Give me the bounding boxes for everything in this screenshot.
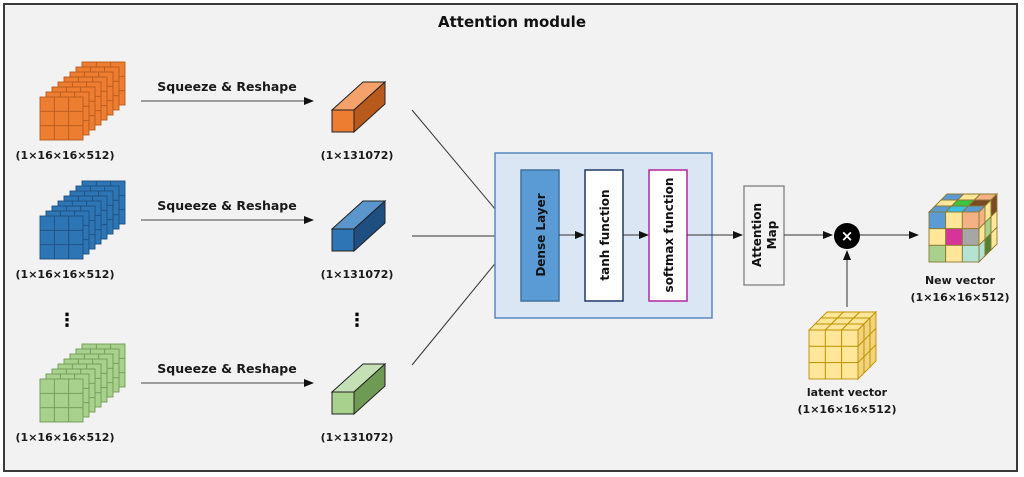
vector-shape-label: (1×131072) — [321, 149, 394, 162]
layer-tanh-function: tanh function — [584, 169, 649, 302]
latent-vector-label: latent vector — [807, 386, 888, 399]
layer-box — [648, 169, 688, 302]
vector-bar-front — [331, 391, 355, 415]
new-vector-label: New vector — [925, 274, 996, 287]
cube-side-cell — [869, 343, 877, 369]
vector-shape-label: (1×131072) — [321, 431, 394, 444]
cube-front-cell — [945, 244, 963, 263]
cube-side-cell — [990, 226, 998, 252]
squeeze-reshape-label: Squeeze & Reshape — [157, 79, 296, 94]
input-shape-label: (1×16×16×512) — [16, 431, 115, 444]
cube-front-cell — [928, 211, 947, 230]
layer-dense-layer: Dense Layer — [520, 169, 585, 302]
layer-softmax-function: softmax function — [648, 169, 688, 302]
vector-shape-label: (1×131072) — [321, 268, 394, 281]
layer-box — [584, 169, 624, 302]
cube-front-cell — [928, 228, 947, 246]
new-vector-cube — [927, 192, 999, 264]
cube-front-cell — [824, 362, 843, 380]
layer-label: Dense Layer — [534, 193, 548, 276]
ellipsis-middle: ⋮ — [348, 310, 366, 331]
cube-front-cell — [961, 244, 980, 263]
vector-bar-front — [331, 109, 355, 133]
input-shape-label: (1×16×16×512) — [16, 149, 115, 162]
cube-front-cell — [824, 329, 843, 347]
feature-map-sheet — [39, 378, 84, 423]
input-shape-label: (1×16×16×512) — [16, 268, 115, 281]
cube-front-cell — [824, 345, 843, 364]
cube-front-cell — [841, 329, 859, 347]
cube-front-cell — [808, 329, 826, 347]
feature-map-sheet — [39, 215, 84, 260]
layer-label: tanh function — [598, 189, 612, 280]
attention-map-label-line2: Map — [765, 220, 779, 249]
cube-front-cell — [945, 228, 963, 246]
cube-front-cell — [961, 211, 980, 230]
cube-front-cell — [961, 228, 980, 246]
cube-front-cell — [945, 211, 963, 230]
new-vector-shape: (1×16×16×512) — [911, 291, 1010, 304]
multiply-symbol: × — [841, 227, 854, 245]
cube-front-cell — [841, 345, 859, 364]
input-green-group: (1×16×16×512) Squeeze & Reshape (1×131072) — [16, 343, 394, 444]
ellipsis-left: ⋮ — [58, 310, 76, 331]
input-orange-group: (1×16×16×512) Squeeze & Reshape (1×131072) — [16, 61, 394, 162]
feature-map-sheet — [39, 96, 84, 141]
cube-front-cell — [928, 244, 947, 263]
input-blue-group: (1×16×16×512) Squeeze & Reshape (1×131072) — [16, 180, 394, 281]
cube-front-cell — [808, 362, 826, 380]
layer-box — [520, 169, 560, 302]
latent-vector-cube — [807, 310, 878, 381]
cube-front-cell — [808, 345, 826, 364]
multiply-icon — [834, 223, 860, 249]
diagram-title: Attention module — [438, 13, 586, 31]
layer-label: softmax function — [662, 178, 676, 293]
cube-front-cell — [841, 362, 859, 380]
vector-bar-front — [331, 228, 355, 252]
squeeze-reshape-label: Squeeze & Reshape — [157, 198, 296, 213]
attention-map-label-line1: Attention — [750, 203, 764, 267]
attention-map-box — [743, 185, 785, 286]
latent-vector-shape: (1×16×16×512) — [798, 403, 897, 416]
squeeze-reshape-label: Squeeze & Reshape — [157, 361, 296, 376]
